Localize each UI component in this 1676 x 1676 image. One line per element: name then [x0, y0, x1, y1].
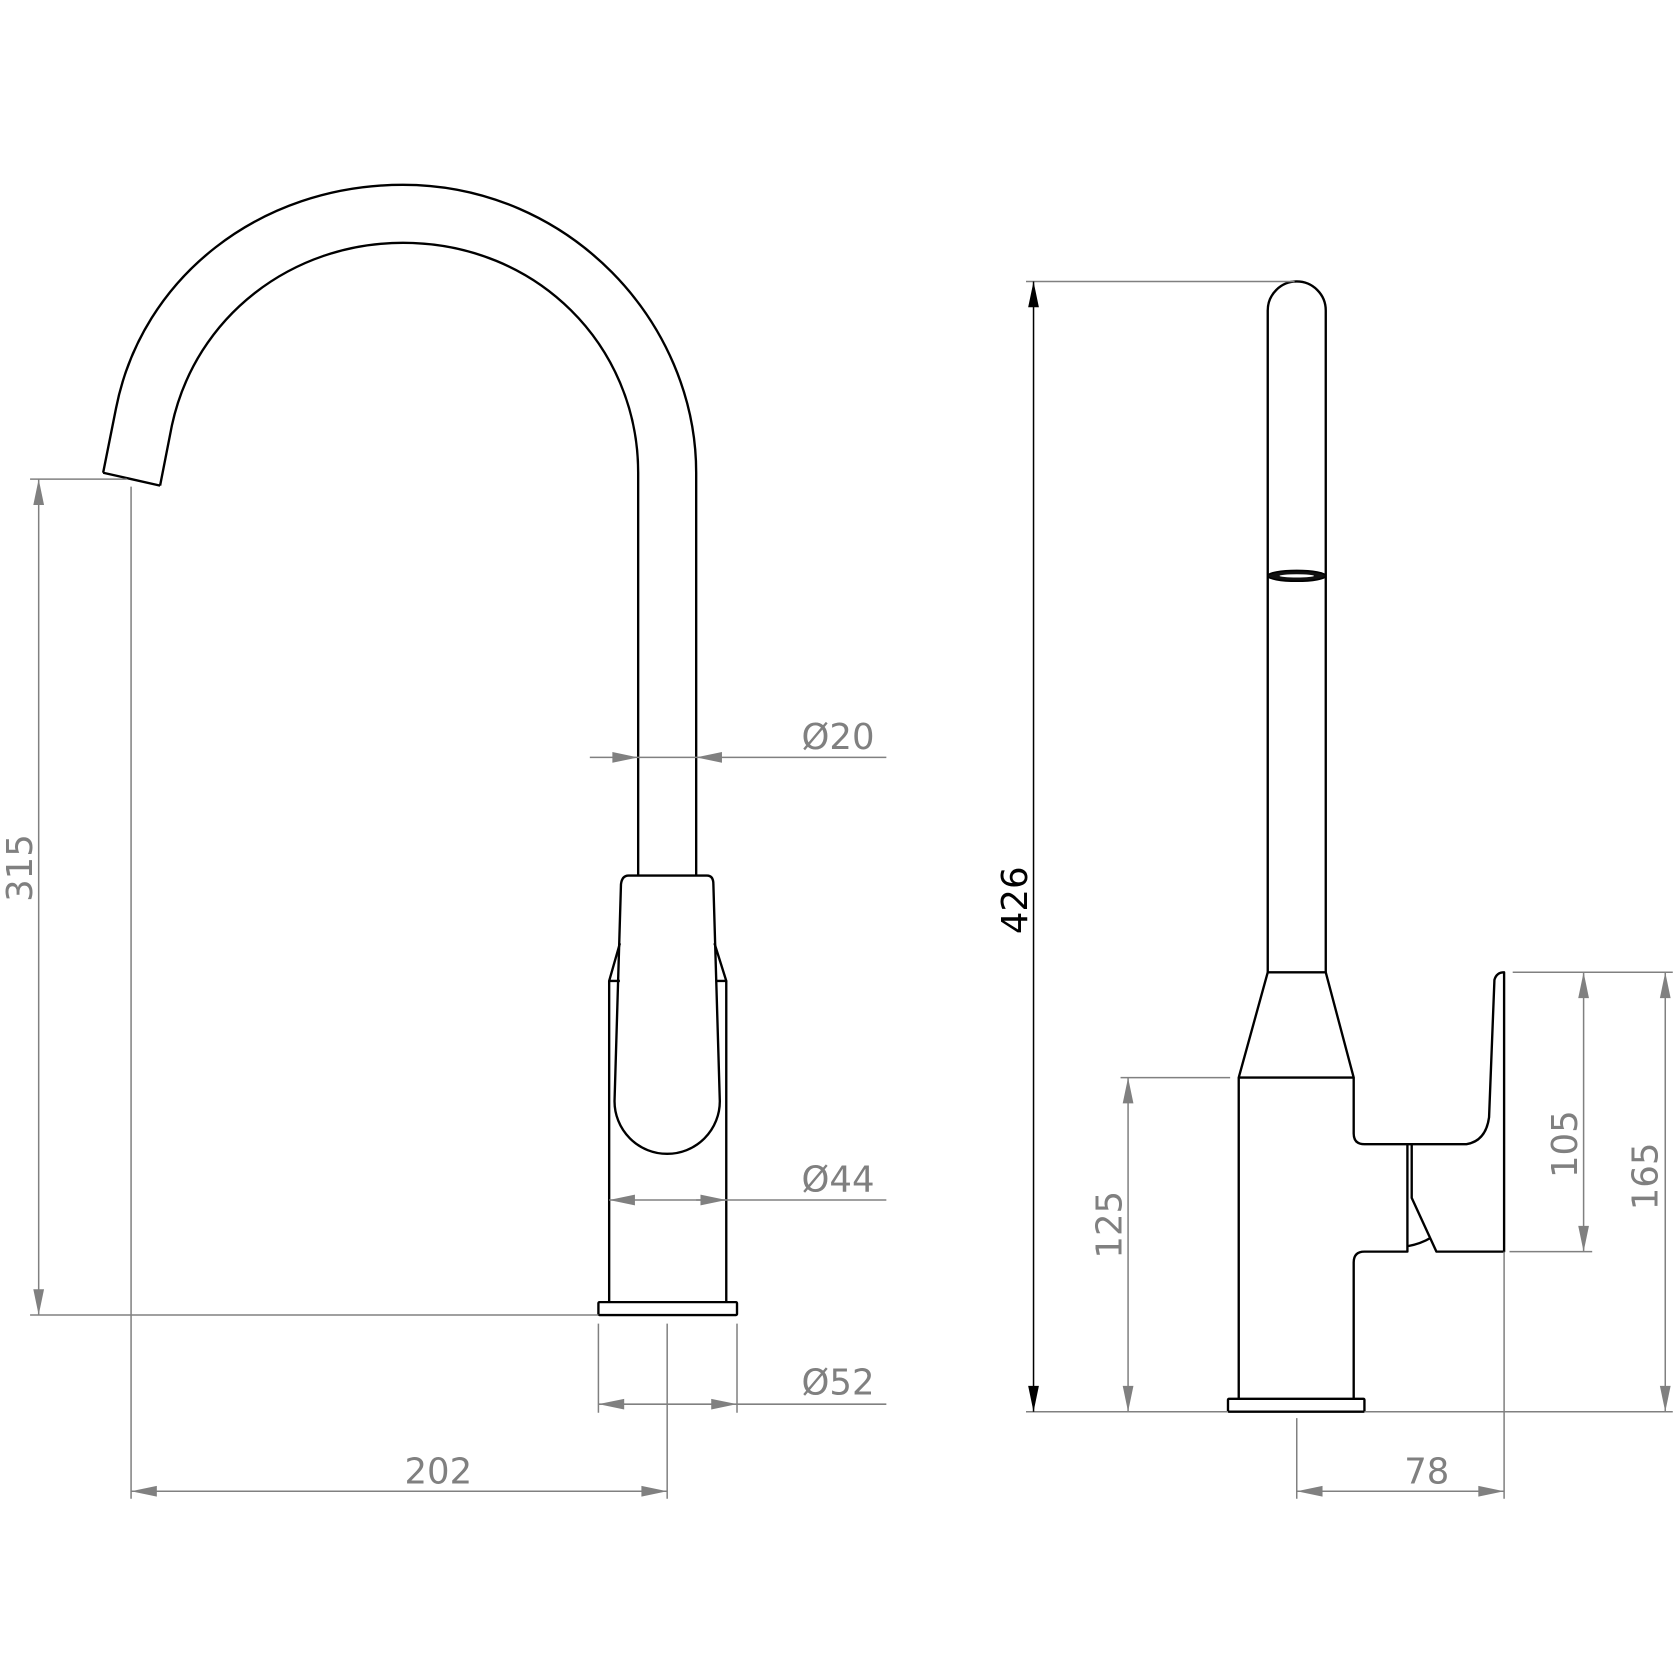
- aerator-inner: [1279, 574, 1314, 578]
- dimension-arrowhead: [696, 752, 722, 763]
- dimension-arrowhead: [1659, 972, 1671, 999]
- base-plate-front: [597, 1300, 739, 1317]
- dimension-arrowhead: [641, 1485, 668, 1497]
- spout-side: [1266, 280, 1327, 974]
- dimension-lines: [30, 280, 1673, 1499]
- dimension-arrowhead: [711, 1398, 738, 1410]
- label-426: 426: [995, 866, 1036, 934]
- dimension-arrowhead: [1028, 1385, 1039, 1412]
- dimension-arrowhead: [700, 1194, 727, 1206]
- dimension-arrowhead: [33, 479, 45, 505]
- dimension-arrowhead: [1122, 1077, 1134, 1104]
- dimension-arrowhead: [1578, 1225, 1589, 1252]
- side-view: [1226, 280, 1506, 1413]
- dimension-arrowhead: [1296, 1485, 1323, 1497]
- label-202: 202: [405, 1452, 473, 1493]
- body-front: [607, 980, 728, 1303]
- dimension-arrowhead: [1122, 1385, 1134, 1412]
- front-view: [101, 183, 739, 1317]
- dimension-arrowhead: [1578, 972, 1589, 999]
- dimension-arrowhead: [1028, 281, 1039, 308]
- dimension-arrowhead: [1659, 1385, 1671, 1412]
- label-315: 315: [0, 834, 41, 902]
- label-165: 165: [1626, 1143, 1667, 1211]
- dimension-arrowhead: [33, 1289, 45, 1316]
- label-78: 78: [1404, 1452, 1449, 1493]
- label-d52: Ø52: [802, 1363, 875, 1404]
- spout-outer-edge: [101, 183, 698, 876]
- dimension-arrows: [33, 281, 1671, 1497]
- spout-inner-edge: [158, 241, 640, 876]
- dimension-arrowhead: [612, 752, 639, 763]
- dimension-arrowhead: [609, 1194, 635, 1206]
- handle-front: [613, 874, 722, 1156]
- body-side: [1237, 971, 1506, 1399]
- dimension-arrowhead: [131, 1485, 157, 1497]
- label-125: 125: [1090, 1191, 1131, 1259]
- label-105: 105: [1545, 1110, 1586, 1178]
- spout-tip: [102, 471, 161, 487]
- label-d20: Ø20: [802, 717, 875, 758]
- label-d44: Ø44: [802, 1159, 875, 1200]
- dimension-arrowhead: [598, 1398, 625, 1410]
- extension-lines: [30, 280, 1673, 1499]
- dimension-arrowhead: [1478, 1485, 1505, 1497]
- base-plate-side: [1226, 1397, 1366, 1413]
- cone-side: [1237, 971, 1355, 1079]
- body-taper: [607, 942, 728, 983]
